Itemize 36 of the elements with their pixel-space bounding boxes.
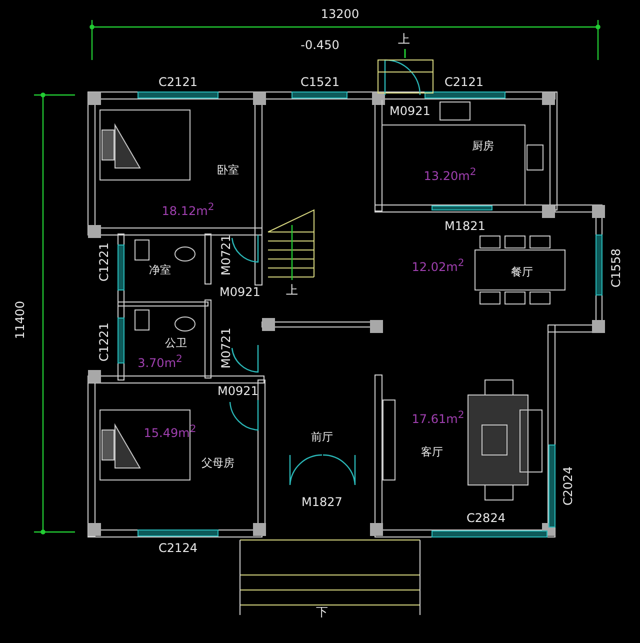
area-label: 12.02m$^{2}$ (412, 259, 464, 273)
room-name: 公卫 (165, 338, 187, 348)
window-code: C2124 (158, 542, 198, 554)
window-code: C1558 (610, 248, 622, 288)
room-name: 厨房 (472, 140, 494, 152)
door-code: M0721 (220, 234, 232, 276)
door-code: M0921 (220, 286, 260, 298)
direction-text: 下 (316, 606, 328, 618)
window-code: C1521 (300, 76, 340, 88)
direction-text: 上 (398, 33, 410, 45)
room-name: 餐厅 (511, 266, 533, 278)
room-name: 卧室 (217, 164, 239, 176)
area-label: 13.20m$^{2}$ (424, 168, 476, 182)
area-label: 3.70m$^{2}$ (138, 355, 182, 369)
window-code: C2121 (444, 76, 484, 88)
area-label: 15.49m$^{2}$ (144, 425, 196, 439)
room-name: 父母房 (202, 458, 234, 468)
area-label: 18.12m$^{2}$ (162, 203, 214, 217)
door-code: M0921 (390, 105, 430, 117)
door-code: M1821 (444, 220, 486, 232)
dimension-text: 11400 (14, 300, 26, 340)
room-name: 客厅 (421, 446, 443, 458)
elevation-text: -0.450 (300, 39, 340, 51)
door-code: M0721 (220, 328, 232, 368)
area-label: 17.61m$^{2}$ (412, 411, 464, 425)
dimension-text: 13200 (320, 8, 360, 20)
door-code: M1827 (302, 496, 342, 508)
window-code: C2121 (158, 76, 198, 88)
door-code: M0921 (218, 385, 258, 397)
direction-text: 上 (286, 284, 298, 296)
window-code: C1221 (98, 242, 110, 282)
window-code: C2824 (466, 512, 506, 524)
room-name: 净室 (149, 264, 171, 276)
window-code: C2024 (562, 466, 574, 506)
room-name: 前厅 (311, 432, 333, 442)
window-code: C1221 (98, 322, 110, 362)
